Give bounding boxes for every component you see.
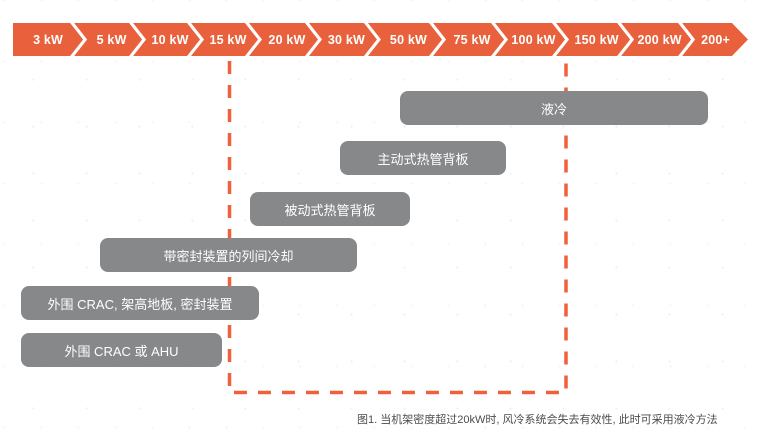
- kw-segment-label: 3 kW: [33, 32, 64, 47]
- figure-caption: 图1. 当机架密度超过20kW时, 风冷系统会失去有效性, 此时可采用液冷方法: [357, 414, 718, 426]
- bar-passive-heat-pipe-rear-door: 被动式热管背板: [250, 192, 410, 226]
- kw-segment-label: 100 kW: [511, 32, 556, 47]
- kw-segment-5kw: 5 kW: [74, 23, 142, 56]
- kw-segment-label: 30 kW: [327, 32, 366, 47]
- bar-label: 带密封装置的列间冷却: [163, 248, 294, 264]
- bar-label: 外围 CRAC 或 AHU: [64, 343, 179, 359]
- kw-segment-100kw: 100 kW: [495, 23, 565, 56]
- bar-in-row-cooling-with-containment: 带密封装置的列间冷却: [100, 238, 357, 272]
- kw-segment-label: 75 kW: [453, 32, 491, 47]
- kw-segment-75kw: 75 kW: [433, 23, 504, 56]
- bar-label: 主动式热管背板: [377, 151, 469, 167]
- bar-active-heat-pipe-rear-door: 主动式热管背板: [340, 141, 506, 175]
- kw-segment-label: 200+: [701, 32, 731, 47]
- bar-perimeter-crac-raised-floor-containment: 外围 CRAC, 架高地板, 密封装置: [21, 286, 259, 320]
- kw-segment-30kw: 30 kW: [309, 23, 377, 56]
- kw-segment-150kw: 150 kW: [556, 23, 630, 56]
- kw-segment-50kw: 50 kW: [368, 23, 442, 56]
- kw-segment-15kw: 15 kW: [191, 23, 258, 56]
- kw-segment-label: 150 kW: [574, 32, 619, 47]
- bar-liquid-cooling: 液冷: [400, 91, 708, 125]
- bar-label: 液冷: [540, 101, 567, 117]
- bar-label: 被动式热管背板: [284, 202, 376, 218]
- kw-segment-label: 50 kW: [389, 32, 428, 47]
- kw-segment-label: 10 kW: [151, 32, 189, 47]
- kw-segment-20kw: 20 kW: [249, 23, 318, 56]
- kw-segment-200kw: 200 kW: [621, 23, 691, 56]
- kw-segment-200plus: 200+: [682, 23, 748, 56]
- kw-segment-label: 20 kW: [268, 32, 306, 47]
- kw-segment-label: 200 kW: [637, 32, 682, 47]
- kw-segment-label: 15 kW: [209, 32, 247, 47]
- kw-segment-10kw: 10 kW: [133, 23, 200, 56]
- bar-perimeter-crac-or-ahu: 外围 CRAC 或 AHU: [21, 333, 222, 367]
- kw-segment-3kw: 3 kW: [13, 23, 83, 56]
- kw-scale-banner: 3 kW 5 kW 10 kW 15 kW 20 kW 30 kW 50 kW …: [13, 23, 748, 56]
- kw-segment-label: 5 kW: [96, 32, 127, 47]
- bar-label: 外围 CRAC, 架高地板, 密封装置: [47, 296, 233, 312]
